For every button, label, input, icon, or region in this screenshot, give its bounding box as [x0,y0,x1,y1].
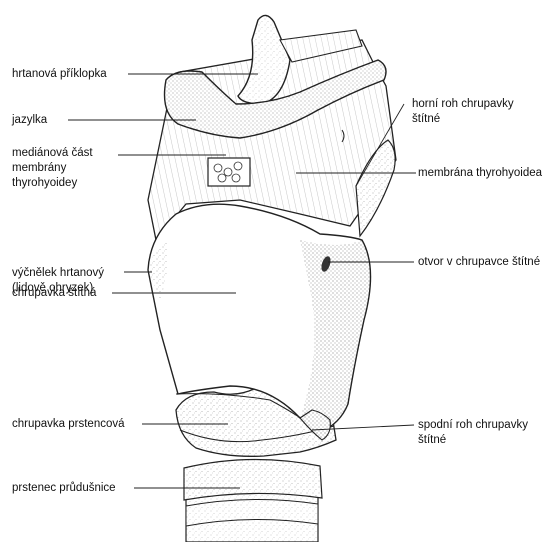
label-epiglottis: hrtanová příklopka [12,67,107,82]
membrane-window [208,158,250,186]
label-thyrohyoid-membrane: membrána thyrohyoidea [418,166,542,181]
label-tongue: jazylka [12,113,47,128]
label-thyroid: chrupavka štítná [12,286,96,301]
label-superior-horn: horní roh chrupavky štítné [412,97,514,127]
trachea-shape [184,459,322,542]
label-foramen: otvor v chrupavce štítné [418,255,540,270]
label-median-membrane: mediánová část membrány thyrohyoidey [12,146,93,191]
label-inferior-horn: spodní roh chrupavky štítné [418,418,528,448]
label-cricoid: chrupavka prstencová [12,417,125,432]
label-trachea-ring: prstenec průdušnice [12,481,116,496]
